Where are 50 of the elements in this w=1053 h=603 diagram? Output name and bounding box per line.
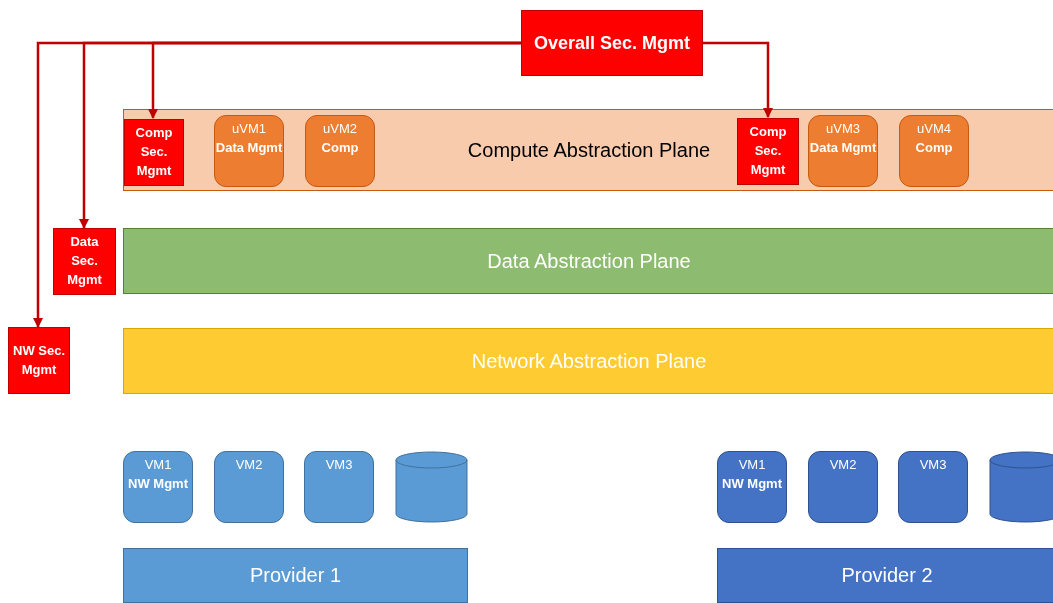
security-box xyxy=(8,327,70,394)
role-label: Data Mgmt xyxy=(215,138,283,157)
vm-label: uVM1 xyxy=(232,120,266,138)
arrow xyxy=(703,41,773,118)
box-label: Data Sec. Mgmt xyxy=(66,233,103,289)
vm-box xyxy=(808,115,878,187)
role-label: NW Mgmt xyxy=(722,474,782,493)
vm-box xyxy=(717,451,787,523)
security-box xyxy=(737,118,799,185)
security-box xyxy=(521,10,703,76)
box-label: Comp Sec. Mgmt xyxy=(134,124,174,180)
role-label: Data Mgmt xyxy=(809,138,877,157)
vm-box xyxy=(214,451,284,523)
provider-bar xyxy=(123,548,468,603)
role-label: NW Mgmt xyxy=(128,474,188,493)
plane-band xyxy=(123,328,1053,394)
plane-label: Compute Abstraction Plane xyxy=(467,137,711,163)
box-label: Overall Sec. Mgmt xyxy=(532,31,692,55)
vm-label: VM1 xyxy=(738,456,766,474)
vm-label: VM2 xyxy=(235,456,263,474)
database-cylinder xyxy=(395,451,468,523)
box-label: NW Sec. Mgmt xyxy=(12,341,66,379)
vm-label: VM2 xyxy=(829,456,857,474)
vm-label: VM3 xyxy=(919,456,947,474)
vm-box xyxy=(898,451,968,523)
vm-box xyxy=(305,115,375,187)
vm-label: VM1 xyxy=(144,456,172,474)
plane-band xyxy=(123,228,1053,294)
security-box xyxy=(124,119,184,186)
vm-label: uVM3 xyxy=(826,120,860,138)
vm-label: VM3 xyxy=(325,456,353,474)
database-cylinder xyxy=(989,451,1053,523)
plane-label: Network Abstraction Plane xyxy=(471,348,707,374)
vm-box xyxy=(304,451,374,523)
vm-box xyxy=(123,451,193,523)
vm-label: uVM2 xyxy=(323,120,357,138)
box-label: Comp Sec. Mgmt xyxy=(748,123,788,179)
provider-bar xyxy=(717,548,1053,603)
plane-label: Provider 1 xyxy=(249,563,342,588)
plane-band xyxy=(123,109,1053,191)
role-label: Comp xyxy=(321,138,359,157)
vm-box xyxy=(899,115,969,187)
vm-box xyxy=(808,451,878,523)
plane-label: Provider 2 xyxy=(841,563,933,588)
arrow xyxy=(33,41,521,328)
security-box xyxy=(53,228,116,295)
role-label: Comp xyxy=(915,138,953,157)
plane-label: Data Abstraction Plane xyxy=(487,248,691,274)
vm-box xyxy=(214,115,284,187)
vm-label: uVM4 xyxy=(917,120,951,138)
